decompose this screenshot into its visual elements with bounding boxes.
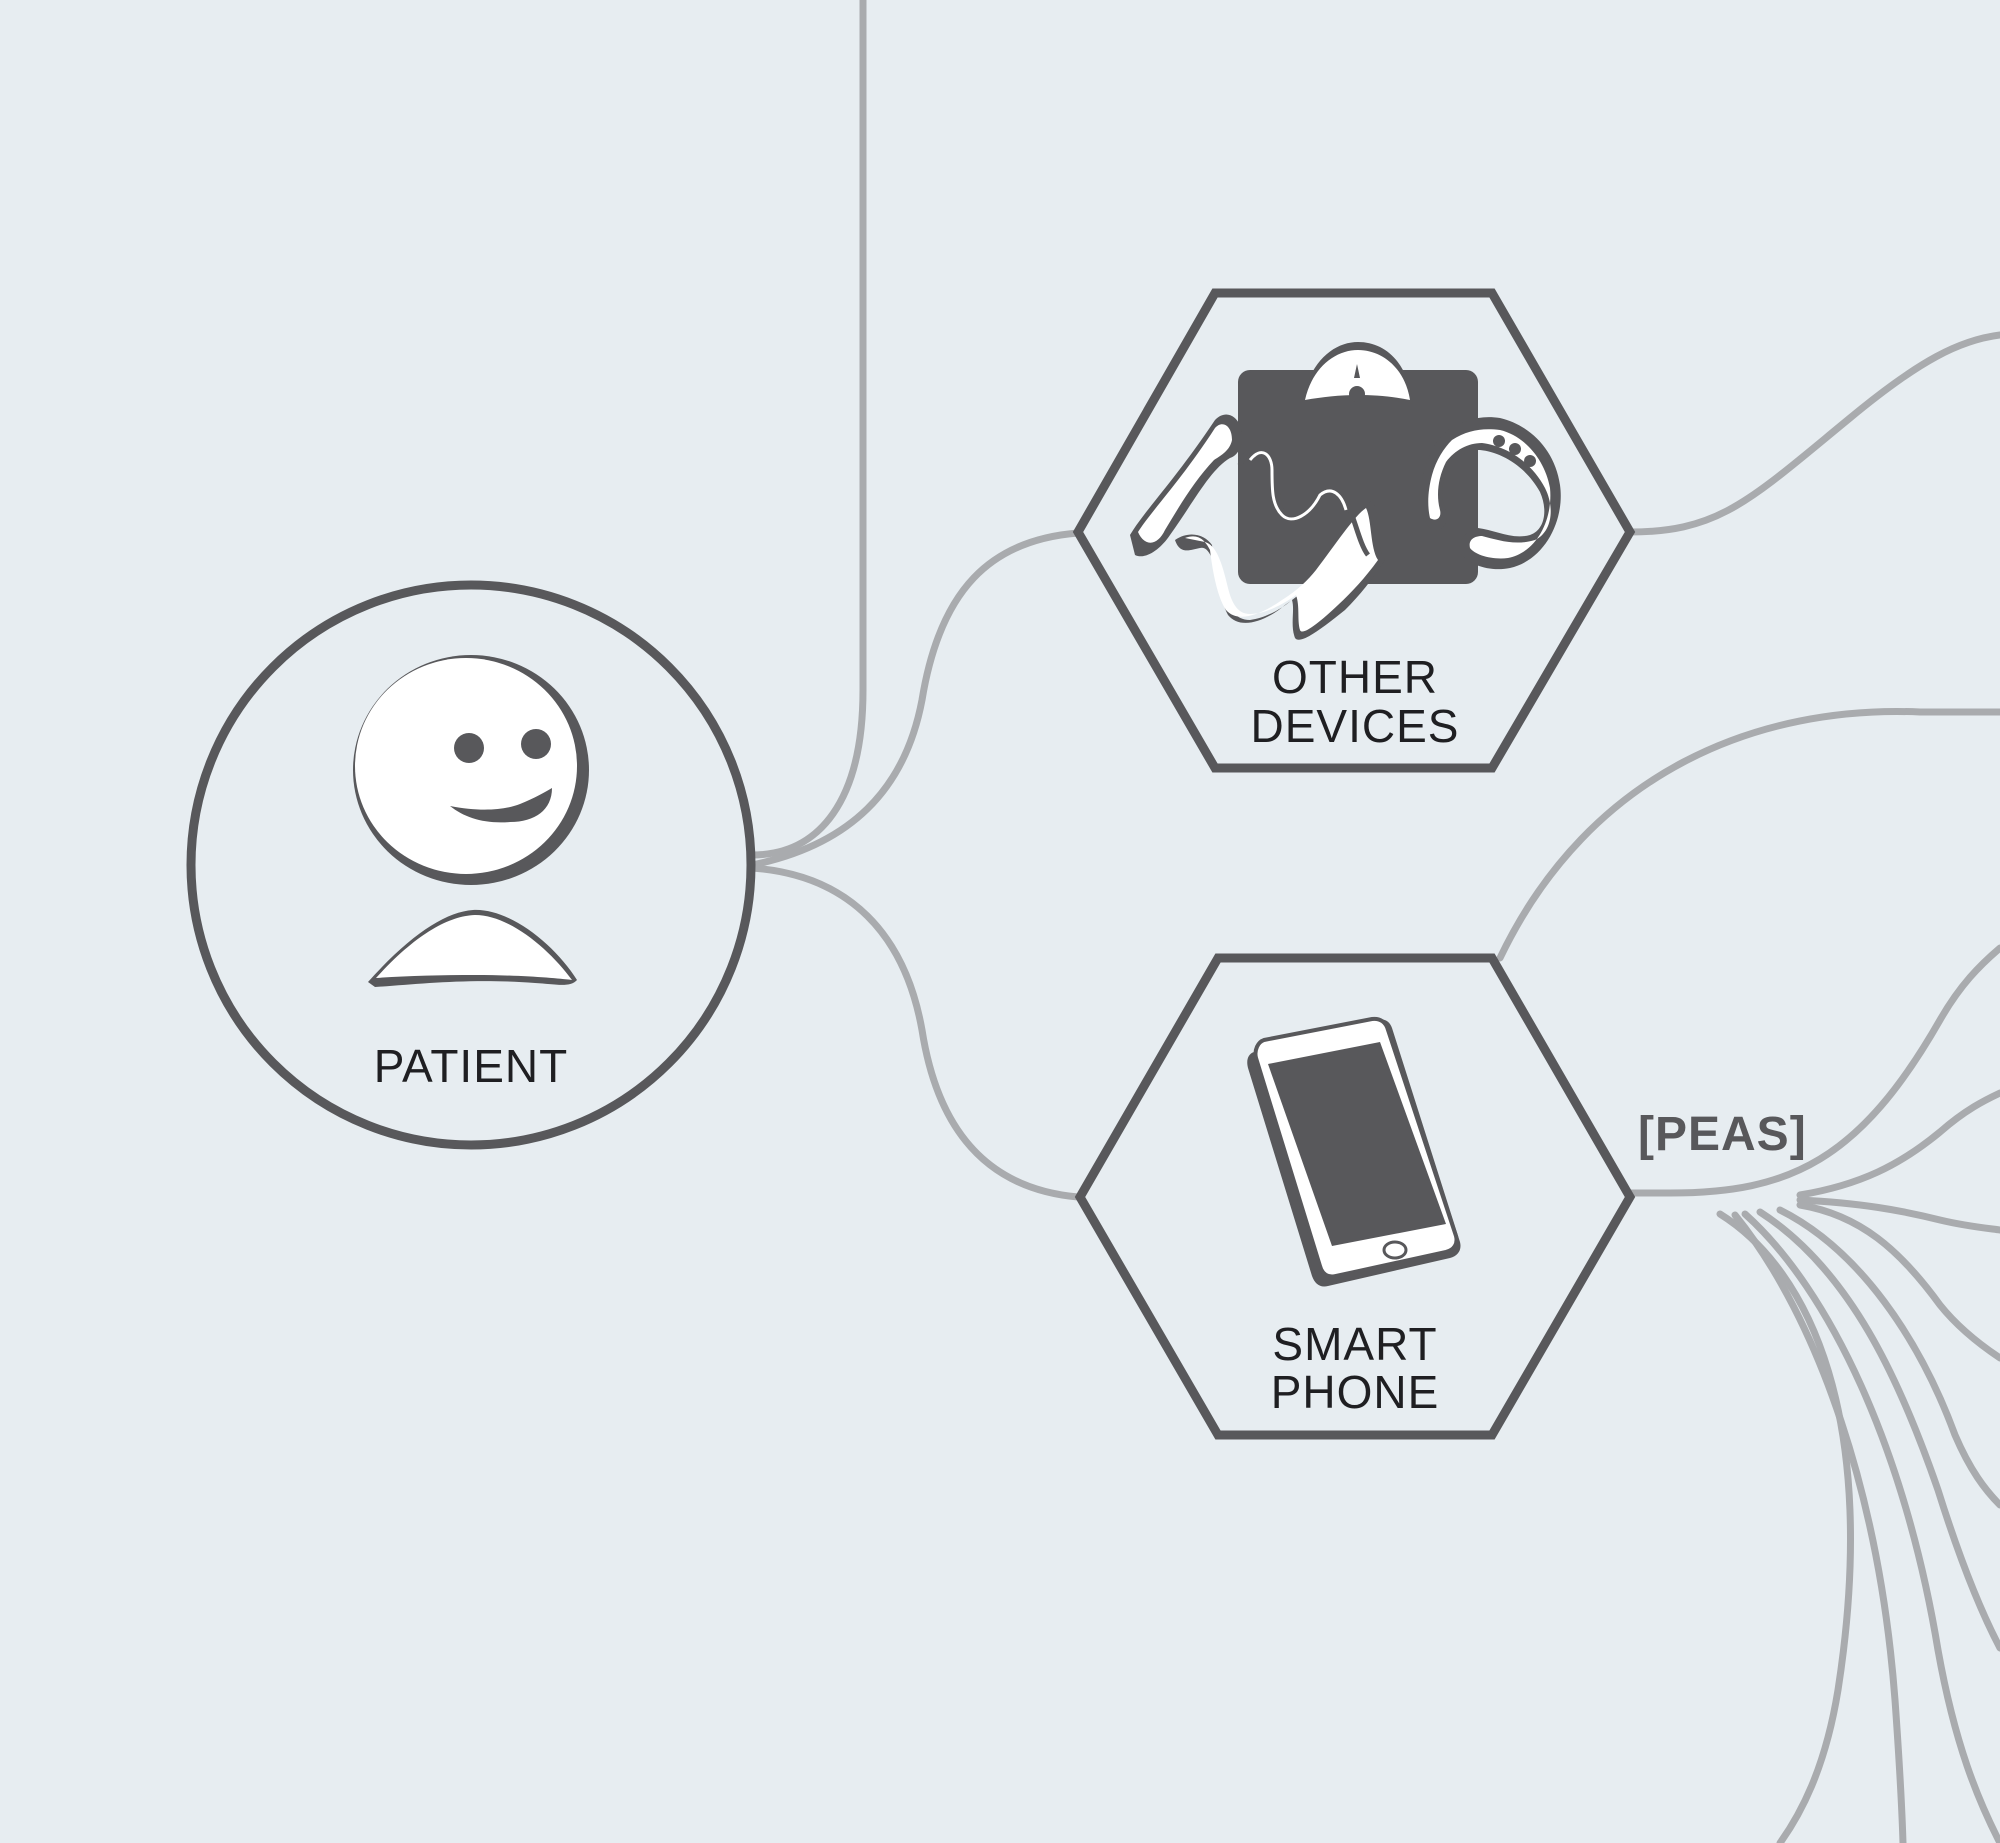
connector-smart-phone-top-out	[1496, 708, 2000, 962]
fan-line-3	[1796, 1196, 2000, 1234]
connector-other-devices-out	[1626, 331, 2000, 536]
smart-phone-label-line2: PHONE	[1271, 1366, 1440, 1418]
fan-line-1	[1626, 944, 2000, 1197]
other-devices-node[interactable]: OTHER DEVICES	[1072, 288, 1636, 773]
fan-line-8	[1731, 1211, 1907, 1843]
fan-line-5	[1776, 1206, 2000, 1509]
fan-line-9	[1716, 1210, 1854, 1843]
devices-icon	[1130, 342, 1561, 640]
patient-label: PATIENT	[374, 1040, 568, 1092]
connector-patient-to-other-devices	[748, 529, 1082, 869]
smart-phone-node[interactable]: SMART PHONE	[1074, 953, 1636, 1440]
smartphone-icon	[1247, 1016, 1461, 1287]
fan-line-4	[1796, 1201, 2000, 1362]
connectors	[748, 0, 2000, 1843]
connector-smart-phone-fan	[1626, 944, 2000, 1843]
peas-edge-label: [PEAS]	[1638, 1108, 1807, 1161]
patient-node[interactable]: PATIENT	[186, 580, 756, 1150]
connector-top-to-patient	[748, 0, 867, 859]
other-devices-label-line2: DEVICES	[1251, 700, 1460, 752]
other-devices-label-line1: OTHER	[1272, 651, 1438, 703]
fan-line-6	[1756, 1208, 2000, 1652]
patient-face-icon	[353, 655, 589, 987]
connector-patient-to-smart-phone	[748, 864, 1082, 1201]
smart-phone-label-line1: SMART	[1272, 1318, 1437, 1370]
fan-line-7	[1741, 1210, 2000, 1843]
fan-line-2	[1796, 1089, 2000, 1199]
